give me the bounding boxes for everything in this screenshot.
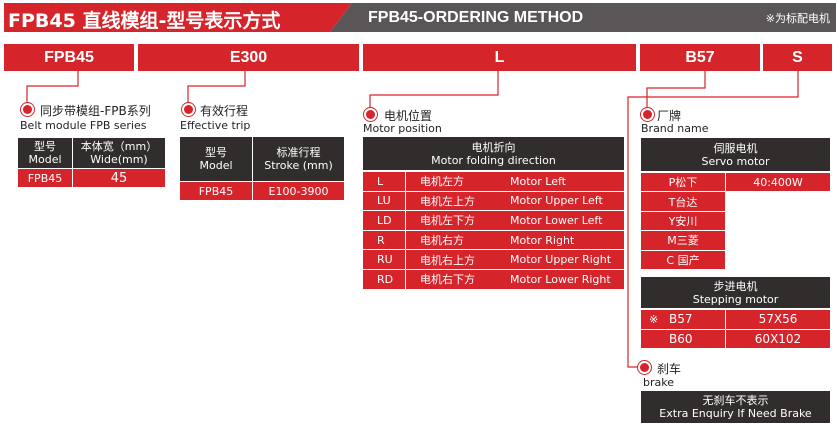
servo-brand: M三菱: [641, 230, 725, 250]
position-label: 电机位置: [384, 109, 433, 123]
standard-motor-note: ※为标配电机: [765, 12, 830, 25]
bullet-icon: [23, 105, 32, 114]
stepper-size: 57X56: [726, 309, 830, 329]
code-series: FPB45: [4, 44, 134, 71]
position-code: LU: [363, 190, 405, 211]
servo-brand: P松下: [641, 172, 725, 192]
trip-label: 有效行程: [200, 104, 249, 118]
code-brand: B57: [640, 44, 760, 71]
position-en: Motor Upper Left: [510, 190, 624, 211]
stepper-code: B57: [661, 309, 725, 329]
code-brake: S: [763, 44, 832, 71]
servo-power: 40:400W: [726, 172, 830, 191]
position-en: Motor Left: [510, 171, 624, 191]
brake-label: 刹车: [657, 362, 682, 376]
bullet-icon: [366, 110, 375, 119]
position-en: Motor Upper Right: [510, 249, 624, 269]
page-subtitle: FPB45-ORDERING METHOD: [368, 9, 584, 26]
code-position: L: [363, 44, 636, 71]
position-code: RU: [363, 249, 405, 269]
position-cn: 电机左下方: [406, 210, 624, 230]
position-en: Motor Lower Left: [510, 210, 624, 230]
position-en: Motor Lower Right: [510, 269, 624, 289]
trip-model: FPB45: [180, 181, 252, 200]
servo-brand: C 国产: [641, 249, 725, 269]
position-code: R: [363, 229, 405, 250]
position-code: RD: [363, 269, 405, 289]
position-code: LD: [363, 210, 405, 230]
bullet-icon: [643, 110, 652, 119]
brand-label-en: Brand name: [641, 122, 709, 135]
page-title: FPB45 直线模组-型号表示方式: [8, 10, 281, 32]
servo-brand: Y安川: [641, 210, 725, 231]
stepper-size: 60X102: [726, 328, 830, 348]
series-model: FPB45: [18, 168, 72, 187]
bullet-icon: [640, 363, 649, 372]
series-label: 同步带模组-FPB系列: [40, 104, 151, 118]
servo-brand: T台达: [641, 191, 725, 211]
stepper-code: B60: [661, 328, 725, 349]
bullet-icon: [184, 105, 193, 114]
trip-stroke: E100-3900: [253, 181, 344, 200]
position-en: Motor Right: [510, 229, 624, 250]
brake-label-en: brake: [643, 376, 674, 389]
position-code: L: [363, 171, 405, 191]
series-width: 45: [73, 168, 165, 187]
series-label-en: Belt module FPB series: [20, 119, 147, 132]
brand-label: 厂牌: [657, 109, 682, 123]
code-trip: E300: [138, 44, 359, 71]
position-label-en: Motor position: [363, 122, 442, 135]
trip-label-en: Effective trip: [180, 119, 251, 132]
table-header-width: 本体宽（mm）Wide(mm): [73, 138, 165, 168]
